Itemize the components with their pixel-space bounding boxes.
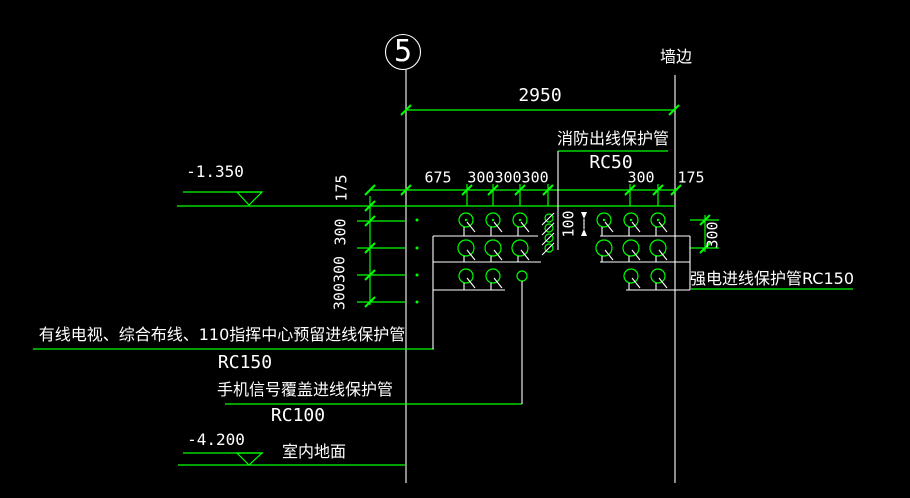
- conduit-center-dots: [464, 218, 660, 222]
- elevation-bottom-text: -4.200: [187, 430, 245, 449]
- dim-175-right-text: 175: [677, 168, 705, 187]
- dim-right-300-text: 300: [703, 221, 722, 249]
- fire-conduit-circles: [544, 213, 554, 253]
- tv-label-line1: 有线电视、综合布线、110指挥中心预留进线保护管: [38, 325, 406, 344]
- dim-overall-text: 2950: [518, 85, 562, 106]
- telecom-conduit-circles: [457, 212, 529, 284]
- dim-fire-100-text: 100: [559, 210, 578, 238]
- elevation-top-triangle-icon: [235, 191, 264, 206]
- wall-edge-label: 墙边: [659, 47, 693, 66]
- mobile-label-line1: 手机信号覆盖进线保护管: [216, 380, 394, 399]
- power-connector-lines: [600, 235, 691, 291]
- dim-ticks: [364, 104, 711, 308]
- dim-675-text: 675: [424, 168, 452, 187]
- dim-100-arrows: [581, 212, 587, 236]
- power-conduit-tails: [601, 221, 668, 290]
- node-dots: [415, 218, 419, 304]
- fire-label-line2: RC50: [589, 152, 633, 173]
- dim-left-300x2-text: 300300: [330, 255, 349, 311]
- grid-bubble-label: 5: [393, 34, 413, 69]
- elevation-top-text: -1.350: [186, 162, 244, 181]
- mobile-label-line2: RC100: [270, 405, 326, 426]
- telecom-connector-lines: [432, 235, 541, 349]
- dim-300x3-text: 300300300: [467, 168, 549, 187]
- grid-bubble-circle: [384, 33, 422, 71]
- dim-left-175-text: 175: [332, 174, 351, 202]
- power-label: 强电进线保护管RC150: [689, 269, 855, 288]
- fire-label-line1: 消防出线保护管: [556, 129, 670, 148]
- dim-left-300-text: 300: [331, 218, 350, 246]
- tv-label-line2: RC150: [217, 352, 273, 373]
- power-conduit-circles: [595, 212, 667, 284]
- dim-300-right-text: 300: [627, 168, 655, 187]
- ground-label: 室内地面: [281, 442, 347, 461]
- telecom-conduit-tails: [463, 221, 530, 290]
- elevation-bottom-triangle-icon: [235, 452, 264, 466]
- dim-ext-left: [357, 220, 406, 303]
- fire-conduit-slashes: [541, 212, 555, 256]
- dim-ext-row: [466, 184, 659, 206]
